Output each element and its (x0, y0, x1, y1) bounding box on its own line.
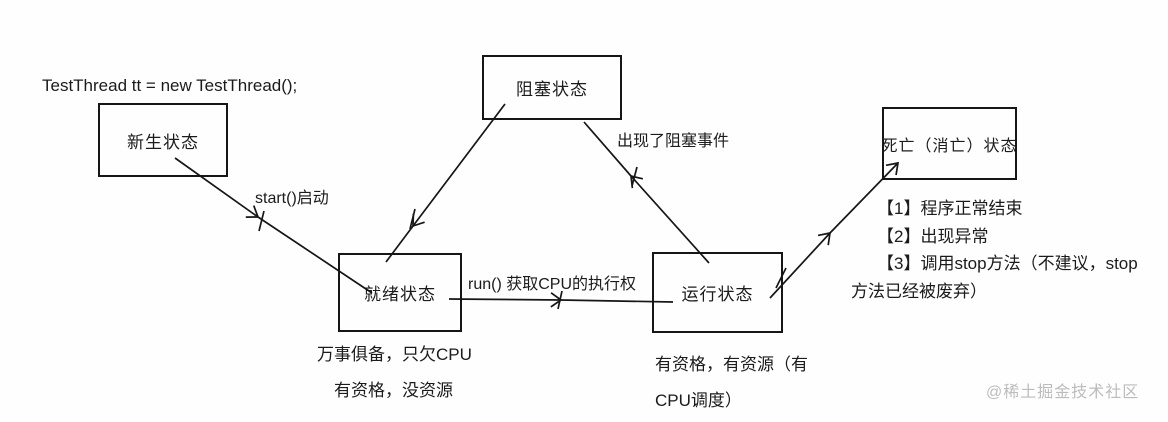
dead-note-line2: 【2】出现异常 (877, 227, 989, 246)
dead-note-line3: 【3】调用stop方法（不建议，stop (877, 254, 1138, 273)
ready-note-line2: 有资格，没资源 (334, 381, 453, 400)
state-label-ready: 就绪状态 (364, 285, 436, 304)
state-box-new: 新生状态 (98, 103, 228, 177)
running-note-line1: 有资格，有资源（有 (655, 355, 808, 374)
state-box-ready: 就绪状态 (338, 253, 462, 332)
running-note-line2: CPU调度） (655, 391, 742, 410)
state-box-dead: 死亡（消亡）状态 (882, 107, 1017, 180)
ready-note-line1: 万事俱备，只欠CPU (317, 345, 472, 364)
arrow-ready-to-running (448, 292, 674, 308)
state-label-blocked: 阻塞状态 (516, 80, 588, 99)
state-label-dead: 死亡（消亡）状态 (881, 137, 1018, 155)
state-box-blocked: 阻塞状态 (482, 55, 622, 120)
watermark-text: @稀土掘金技术社区 (986, 384, 1140, 401)
dead-note-line4: 方法已经被废弃） (851, 282, 987, 301)
state-label-running: 运行状态 (681, 285, 754, 304)
transition-label-block: 出现了阻塞事件 (617, 133, 730, 150)
transition-label-run: run() 获取CPU的执行权 (468, 276, 637, 293)
arrow-blocked-to-ready (385, 103, 506, 263)
state-label-new: 新生状态 (127, 132, 199, 152)
transition-label-start: start()启动 (255, 190, 329, 207)
dead-note-line1: 【1】程序正常结束 (877, 199, 1023, 218)
code-line: TestThread tt = new TestThread(); (42, 76, 298, 95)
state-box-running: 运行状态 (652, 252, 783, 333)
